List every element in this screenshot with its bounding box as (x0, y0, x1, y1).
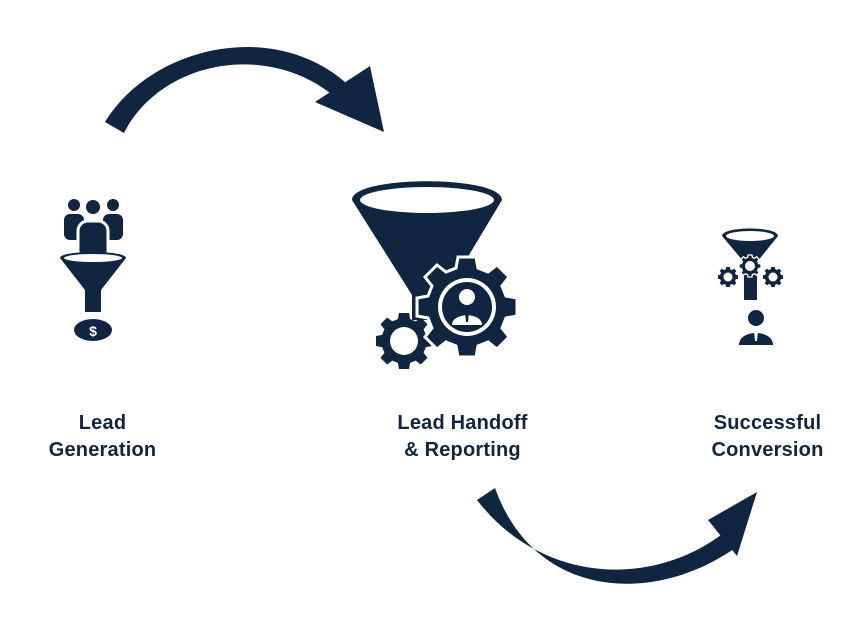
curved-arrow-icon (105, 47, 384, 133)
curved-arrow-icon (477, 488, 757, 584)
step-label-line: & Reporting (404, 439, 521, 461)
step-label-line: Lead Handoff (397, 412, 528, 434)
step-label-line: Generation (48, 439, 157, 461)
step-label-line: Lead (78, 412, 127, 434)
funnel-gears-person-icon (352, 181, 517, 369)
step-label-successful-conversion: Successful Conversion (690, 410, 845, 464)
people-funnel-money-icon: $ (60, 199, 126, 341)
svg-text:$: $ (89, 323, 97, 339)
step-label-line: Successful (713, 412, 822, 434)
step-label-line: Conversion (711, 439, 824, 461)
step-label-lead-generation: Lead Generation (20, 410, 185, 464)
funnel-gears-person-small-icon (718, 228, 783, 345)
step-label-lead-handoff: Lead Handoff & Reporting (370, 410, 555, 464)
